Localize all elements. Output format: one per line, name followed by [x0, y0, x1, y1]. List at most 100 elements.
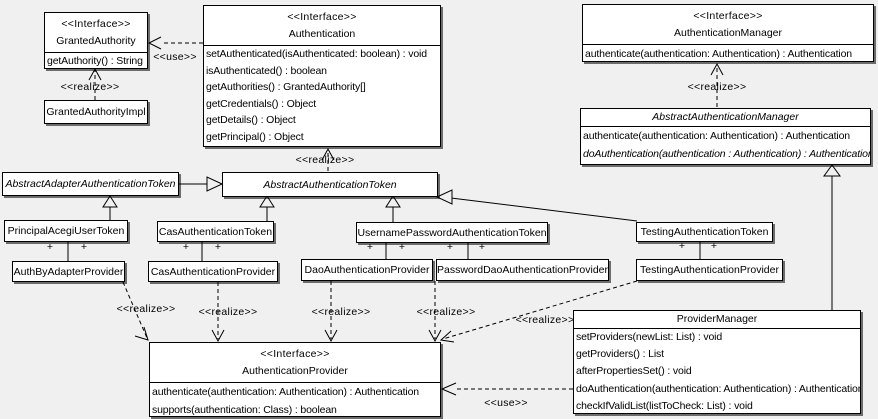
- class-name: GrantedAuthorityImpl: [46, 106, 146, 118]
- class-name: ProviderManager: [676, 313, 758, 325]
- class-name: AuthenticationProvider: [242, 365, 348, 377]
- class-cas-authentication-token: CasAuthenticationToken: [157, 221, 274, 242]
- methods-compartment: authenticate(authentication: Authenticat…: [581, 127, 870, 163]
- method: getAuthorities() : GrantedAuthority[]: [206, 81, 366, 93]
- realize-label: <<realize>>: [311, 306, 371, 318]
- realize-label: <<realize>>: [60, 81, 120, 93]
- generalization-triangle-icon: [206, 176, 224, 192]
- method: setProviders(newList: List) : void: [576, 331, 723, 343]
- multiplicity-plus-label: +: [446, 241, 454, 253]
- multiplicity-plus-label: +: [46, 241, 54, 253]
- open-arrowhead-icon: [440, 382, 457, 396]
- class-name: PrincipalAcegiUserToken: [7, 225, 125, 237]
- class-name: AbstractAdapterAuthenticationToken: [5, 178, 176, 190]
- class-name: UsernamePasswordAuthenticationToken: [357, 226, 547, 239]
- class-password-dao-authentication-provider: PasswordDaoAuthenticationProvider: [436, 259, 609, 281]
- realize-label: <<realize>>: [198, 306, 258, 318]
- class-name: AbstractAuthenticationManager: [652, 111, 799, 123]
- generalization-triangle-icon: [385, 195, 401, 208]
- method: authenticate(authentication: Authenticat…: [585, 48, 852, 60]
- multiplicity-plus-label: +: [678, 240, 686, 252]
- open-arrowhead-icon: [147, 36, 162, 50]
- method: getProviders() : List: [576, 348, 664, 361]
- class-principal-acegi-user-token: PrincipalAcegiUserToken: [4, 220, 128, 242]
- multiplicity-plus-label: +: [366, 241, 374, 253]
- class-header: <<Interface>> Authentication: [204, 6, 440, 46]
- class-name: TestingAuthenticationProvider: [640, 264, 779, 276]
- open-arrowhead-icon: [428, 329, 442, 343]
- open-arrowhead-icon: [439, 330, 455, 343]
- method: getPrincipal() : Object: [206, 130, 304, 143]
- generalization-triangle-icon: [823, 164, 841, 177]
- method: isAuthenticated() : boolean: [206, 64, 327, 77]
- multiplicity-plus-label: +: [80, 241, 88, 253]
- method: getDetails() : Object: [206, 114, 296, 126]
- class-header: ProviderManager: [574, 311, 860, 329]
- class-header: <<Interface>> AuthenticationProvider: [150, 343, 440, 383]
- stereotype-label: <<Interface>>: [693, 10, 763, 22]
- realize-line-testingprovider-to-authprovider: [442, 280, 638, 340]
- open-arrowhead-icon: [211, 329, 225, 343]
- methods-compartment: authenticate(authentication: Authenticat…: [583, 45, 873, 63]
- class-testing-authentication-token: TestingAuthenticationToken: [636, 222, 773, 242]
- multiplicity-plus-label: +: [710, 240, 718, 252]
- methods-compartment: setProviders(newList: List) : void getPr…: [574, 329, 860, 415]
- generalization-line-testingtoken-to-abstracttoken: [450, 197, 638, 222]
- stereotype-label: <<Interface>>: [287, 11, 357, 23]
- methods-compartment: authenticate(authentication: Authenticat…: [150, 383, 440, 419]
- methods-compartment: getAuthority() : String: [45, 53, 147, 70]
- class-cas-authentication-provider: CasAuthenticationProvider: [148, 261, 278, 282]
- class-dao-authentication-provider: DaoAuthenticationProvider: [301, 259, 433, 281]
- class-abstract-authentication-manager: AbstractAuthenticationManager authentica…: [580, 108, 871, 165]
- method: getAuthority() : String: [47, 55, 143, 67]
- class-header: <<Interface>> GrantedAuthority: [45, 13, 147, 53]
- class-name: TestingAuthenticationToken: [640, 226, 769, 238]
- class-name: AbstractAuthenticationToken: [263, 178, 397, 191]
- realize-line-authbyadapter-to-authprovider: [122, 281, 148, 339]
- class-auth-by-adapter-provider: AuthByAdapterProvider: [12, 261, 125, 282]
- realize-label: <<realize>>: [416, 306, 476, 318]
- class-abstract-adapter-authentication-token: AbstractAdapterAuthenticationToken: [2, 172, 179, 196]
- multiplicity-plus-label: +: [214, 241, 222, 253]
- method: authenticate(authentication: Authenticat…: [583, 130, 850, 142]
- class-header: <<Interface>> AuthenticationManager: [583, 5, 873, 45]
- open-arrowhead-icon: [324, 329, 338, 343]
- class-name: AuthenticationManager: [674, 27, 782, 39]
- class-name: Authentication: [288, 28, 356, 40]
- multiplicity-plus-label: +: [478, 241, 486, 253]
- class-name: GrantedAuthority: [56, 35, 136, 47]
- class-granted-authority: <<Interface>> GrantedAuthority getAuthor…: [44, 12, 148, 69]
- open-arrowhead-icon: [134, 326, 149, 341]
- open-arrowhead-icon: [88, 67, 102, 81]
- multiplicity-plus-label: +: [182, 241, 190, 253]
- method: supports(authentication: Class) : boolea…: [152, 404, 337, 416]
- class-name: PasswordDaoAuthenticationProvider: [437, 264, 609, 276]
- class-name: DaoAuthenticationProvider: [304, 264, 430, 276]
- class-authentication-manager: <<Interface>> AuthenticationManager auth…: [582, 4, 874, 62]
- methods-compartment: setAuthenticated(isAuthenticated: boolea…: [204, 46, 440, 145]
- class-name: AuthByAdapterProvider: [13, 265, 124, 278]
- open-arrowhead-icon: [710, 62, 724, 76]
- class-abstract-authentication-token: AbstractAuthenticationToken: [222, 172, 438, 197]
- realize-label: <<realize>>: [515, 314, 575, 326]
- multiplicity-plus-label: +: [398, 241, 406, 253]
- method: setAuthenticated(isAuthenticated: boolea…: [206, 48, 427, 60]
- realize-label: <<realize>>: [295, 154, 355, 166]
- class-provider-manager: ProviderManager setProviders(newList: Li…: [573, 310, 861, 414]
- use-label: <<use>>: [153, 51, 197, 63]
- class-name: CasAuthenticationToken: [158, 225, 273, 238]
- generalization-triangle-icon: [435, 189, 453, 205]
- method: afterPropertiesSet() : void: [576, 365, 692, 378]
- use-label: <<use>>: [484, 397, 528, 409]
- method: checkIfValidList(listToCheck: List) : vo…: [576, 399, 753, 412]
- stereotype-label: <<Interface>>: [61, 18, 131, 30]
- realize-label: <<realize>>: [687, 81, 747, 93]
- class-authentication: <<Interface>> Authentication setAuthenti…: [203, 5, 441, 147]
- class-username-password-authentication-token: UsernamePasswordAuthenticationToken: [356, 222, 548, 243]
- class-name: CasAuthenticationProvider: [150, 265, 276, 278]
- realize-label: <<realize>>: [116, 303, 176, 315]
- method: doAuthentication(authentication: Authent…: [576, 382, 860, 395]
- class-granted-authority-impl: GrantedAuthorityImpl: [44, 100, 148, 124]
